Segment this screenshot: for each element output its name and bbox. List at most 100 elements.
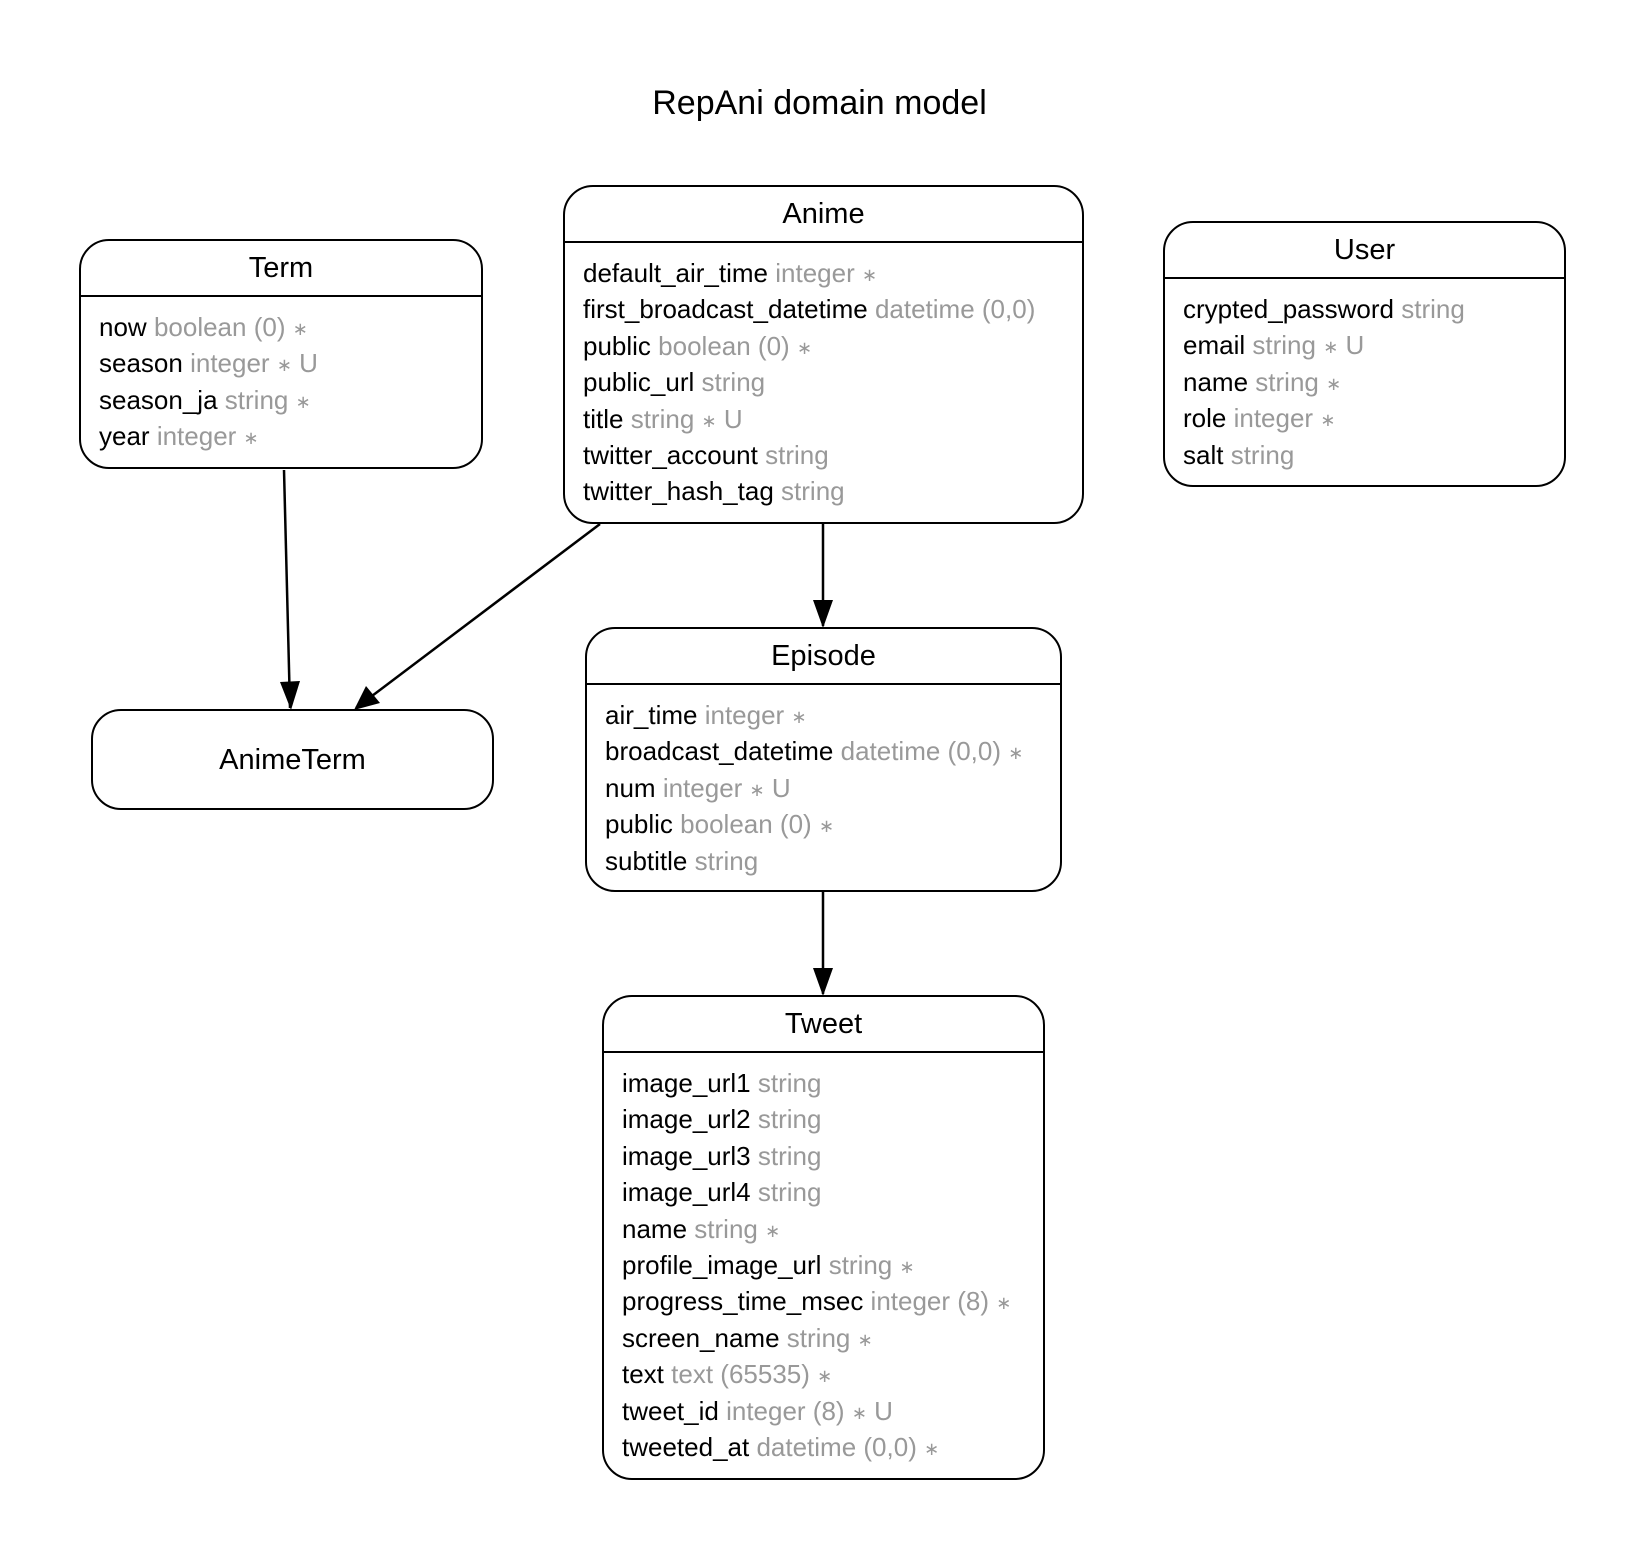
field-row: profile_image_url string ∗: [622, 1247, 1043, 1283]
required-marker: ∗: [276, 355, 292, 376]
field-name: crypted_password: [1183, 294, 1394, 324]
field-name: subtitle: [605, 845, 688, 876]
field-name: progress_time_msec: [622, 1286, 864, 1317]
field-type: string: [757, 1068, 822, 1098]
field-row: tweet_id integer (8) ∗ U: [622, 1393, 1043, 1429]
required-marker: ∗: [701, 410, 717, 431]
field-name: tweet_id: [622, 1395, 719, 1426]
field-name: image_url3: [622, 1140, 751, 1171]
field-row: first_broadcast_datetime datetime (0,0): [583, 291, 1082, 327]
field-name: tweeted_at: [622, 1431, 750, 1462]
field-name: profile_image_url: [622, 1249, 822, 1280]
field-name: season_ja: [99, 384, 218, 415]
field-name: now: [99, 312, 147, 342]
field-type: integer: [156, 421, 237, 452]
field-type: integer: [704, 700, 785, 730]
unique-marker: U: [723, 403, 743, 434]
field-type: integer: [775, 258, 855, 288]
edge-term-animeterm: [280, 469, 300, 710]
required-marker: ∗: [292, 318, 308, 339]
field-type: string: [694, 1213, 758, 1244]
field-name: salt: [1183, 439, 1224, 470]
required-marker: ∗: [1320, 410, 1336, 431]
field-name: season: [99, 348, 183, 379]
field-row: public_url string: [583, 364, 1082, 400]
field-type: string: [1255, 366, 1319, 397]
field-type: string: [701, 367, 766, 398]
field-name: twitter_hash_tag: [583, 476, 774, 507]
field-type: string: [1252, 330, 1316, 361]
entity-anime[interactable]: Anime default_air_time integer ∗first_br…: [563, 185, 1084, 524]
field-name: first_broadcast_datetime: [583, 294, 868, 325]
field-type: string: [1401, 294, 1465, 324]
field-name: public: [605, 809, 673, 840]
field-type: string: [828, 1249, 893, 1280]
field-type: boolean (0): [680, 809, 812, 840]
field-type: datetime (0,0): [756, 1431, 917, 1462]
required-marker: ∗: [817, 1366, 833, 1387]
field-list: air_time integer ∗ broadcast_datetime dat…: [587, 685, 1060, 879]
field-type: string: [1230, 439, 1295, 470]
required-marker: ∗: [791, 706, 807, 727]
unique-marker: U: [874, 1395, 893, 1426]
field-row: season integer ∗ U: [99, 345, 481, 381]
field-type: text (65535): [671, 1359, 810, 1390]
required-marker: ∗: [857, 1329, 873, 1350]
field-type: datetime (0,0): [874, 294, 1036, 325]
field-row: image_url1 string: [622, 1065, 1043, 1101]
field-row: twitter_account string: [583, 437, 1082, 473]
field-type: string: [694, 845, 759, 876]
field-row: year integer ∗: [99, 418, 481, 454]
field-row: title string ∗ U: [583, 401, 1082, 437]
field-type: string: [765, 439, 829, 470]
field-name: air_time: [605, 700, 698, 730]
entity-title: User: [1165, 223, 1564, 279]
field-name: text: [622, 1359, 664, 1390]
required-marker: ∗: [924, 1438, 940, 1459]
field-type: string: [757, 1140, 822, 1171]
field-row: public boolean (0) ∗: [605, 806, 1060, 842]
field-row: broadcast_datetime datetime (0,0) ∗: [605, 733, 1060, 769]
field-type: datetime (0,0): [840, 736, 1002, 767]
field-type: integer: [190, 348, 270, 379]
required-marker: ∗: [749, 779, 765, 800]
entity-title: AnimeTerm: [219, 743, 366, 776]
field-row: season_ja string ∗: [99, 382, 481, 418]
entity-title: Anime: [565, 187, 1082, 243]
diagram-title: RepAni domain model: [652, 84, 987, 122]
field-name: twitter_account: [583, 439, 758, 470]
edge-anime-animeterm: [354, 523, 601, 710]
entity-title: Tweet: [604, 997, 1043, 1053]
field-row: name string ∗: [622, 1211, 1043, 1247]
field-row: subtitle string: [605, 843, 1060, 879]
entity-animeterm[interactable]: AnimeTerm: [91, 709, 494, 810]
field-type: integer (8): [726, 1395, 845, 1426]
field-name: email: [1183, 330, 1246, 361]
field-type: boolean (0): [153, 312, 286, 342]
field-row: progress_time_msec integer (8) ∗: [622, 1283, 1043, 1319]
field-row: name string ∗: [1183, 364, 1564, 400]
edge-anime-episode: [813, 524, 833, 628]
field-name: year: [99, 421, 150, 452]
required-marker: ∗: [861, 264, 878, 285]
field-name: image_url4: [622, 1177, 751, 1208]
entity-term[interactable]: Term now boolean (0) ∗season integer ∗ U…: [79, 239, 483, 469]
field-name: role: [1183, 403, 1227, 434]
field-name: num: [605, 772, 656, 803]
field-type: integer (8): [870, 1286, 990, 1317]
required-marker: ∗: [818, 816, 835, 837]
entity-episode[interactable]: Episode air_time integer ∗broadcast_date…: [585, 627, 1062, 892]
field-name: image_url2: [622, 1104, 751, 1135]
unique-marker: U: [771, 772, 791, 803]
field-name: screen_name: [622, 1322, 780, 1353]
field-name: name: [1183, 366, 1249, 397]
field-type: string: [630, 403, 695, 434]
field-type: boolean (0): [658, 330, 790, 361]
field-row: public boolean (0) ∗: [583, 328, 1082, 364]
field-row: crypted_password string: [1183, 291, 1564, 327]
